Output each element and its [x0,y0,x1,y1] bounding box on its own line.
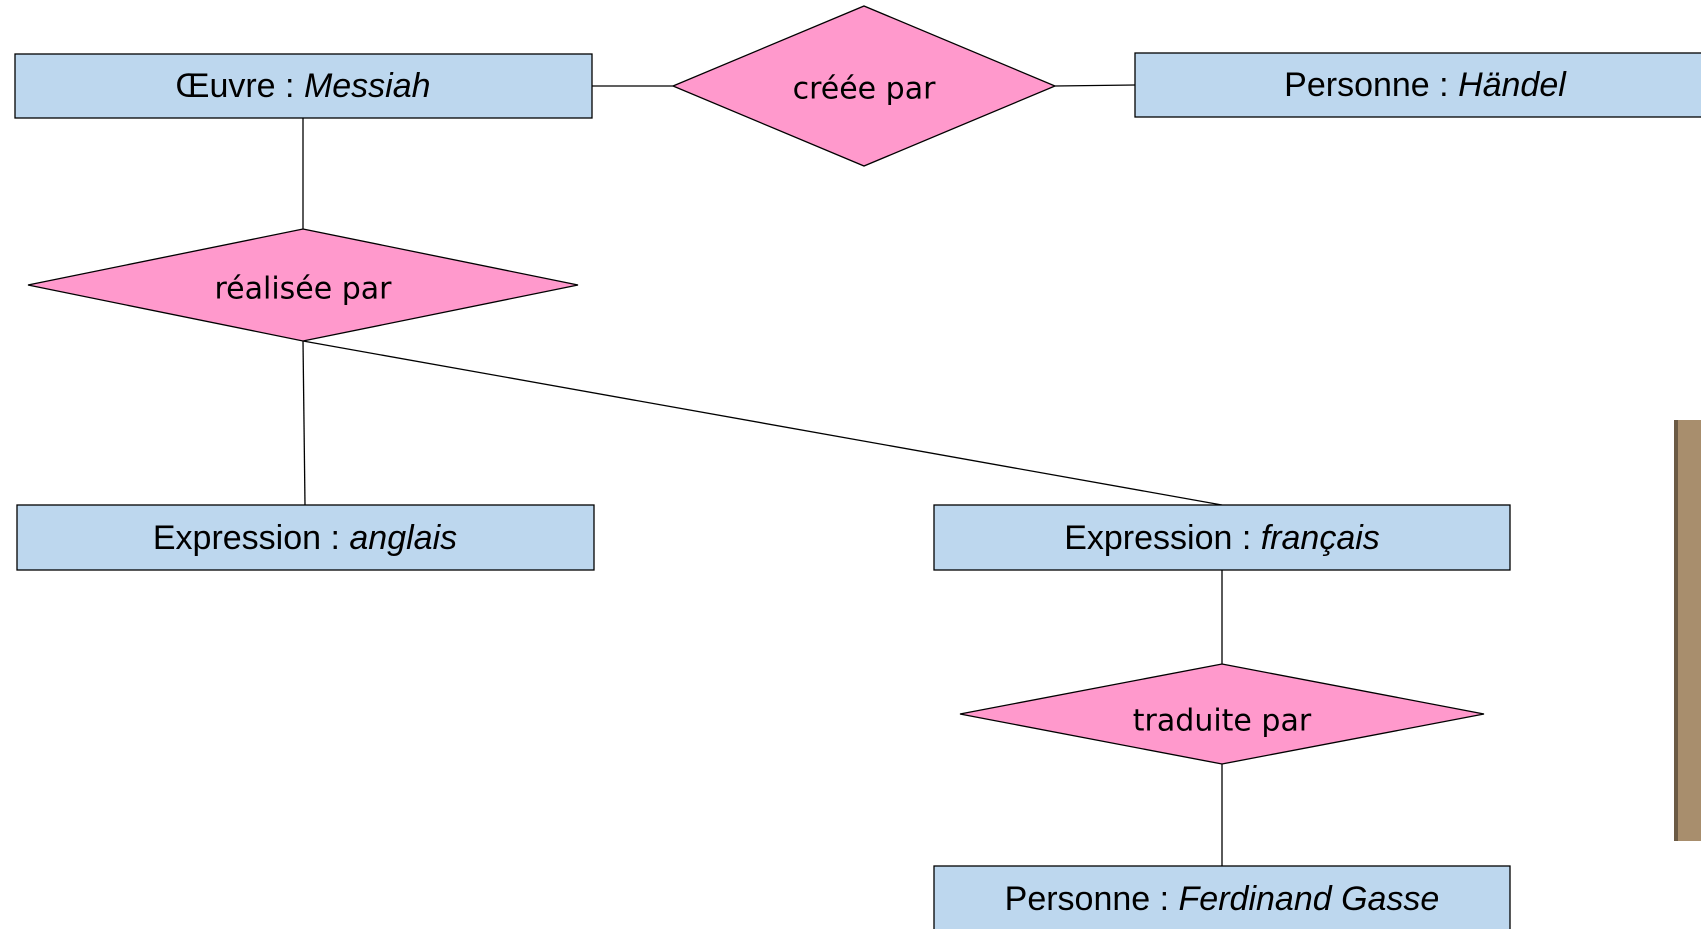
entity-value: anglais [349,519,457,557]
entity-box [14,53,593,119]
relation-label: créée par [793,72,937,107]
entity-value: Ferdinand Gasse [1179,880,1440,918]
entity-box [1134,52,1701,118]
relation-label: traduite par [1133,704,1312,739]
entity-value: Messiah [304,67,431,105]
entity-value: Händel [1458,66,1567,104]
entity-type: Personne : [1284,66,1458,104]
entity-expression-francais: Expression : français [933,504,1511,571]
entity-personne-handel: Personne : Händel [1134,52,1701,118]
entity-box [16,504,595,571]
connectors [302,84,1223,866]
photo-fragment [1674,420,1701,841]
entity-type: Expression : [1064,519,1261,557]
entity-box [933,865,1511,929]
entity-type: Personne : [1005,880,1179,918]
photo-strip [1674,420,1701,841]
entity-label: Œuvre : Messiah [175,67,430,105]
entity-expression-anglais: Expression : anglais [16,504,595,571]
entity-type: Expression : [153,519,350,557]
relation-traduite-par: traduite par [959,663,1485,765]
edge-realisee-anglais [302,340,306,506]
entity-personne-gasse: Personne : Ferdinand Gasse [933,865,1511,929]
relation-diamond [671,5,1057,167]
relation-diamond [27,228,579,342]
entity-label: Personne : Händel [1284,66,1567,104]
relation-realisee-par: réalisée par [27,228,579,342]
entity-type: Œuvre : [175,67,303,105]
edge-realisee-francais [302,340,1223,506]
relation-diamond [959,663,1485,765]
edge-creee-handel [1054,84,1136,87]
entity-value: français [1261,519,1380,557]
entity-label: Personne : Ferdinand Gasse [1005,880,1440,918]
entity-label: Expression : anglais [153,519,457,557]
relation-creee-par: créée par [671,5,1057,167]
entity-oeuvre: Œuvre : Messiah [14,53,593,119]
entity-box [933,504,1511,571]
relation-label: réalisée par [214,272,392,307]
entity-label: Expression : français [1064,519,1380,557]
photo-shadow [1674,420,1678,841]
